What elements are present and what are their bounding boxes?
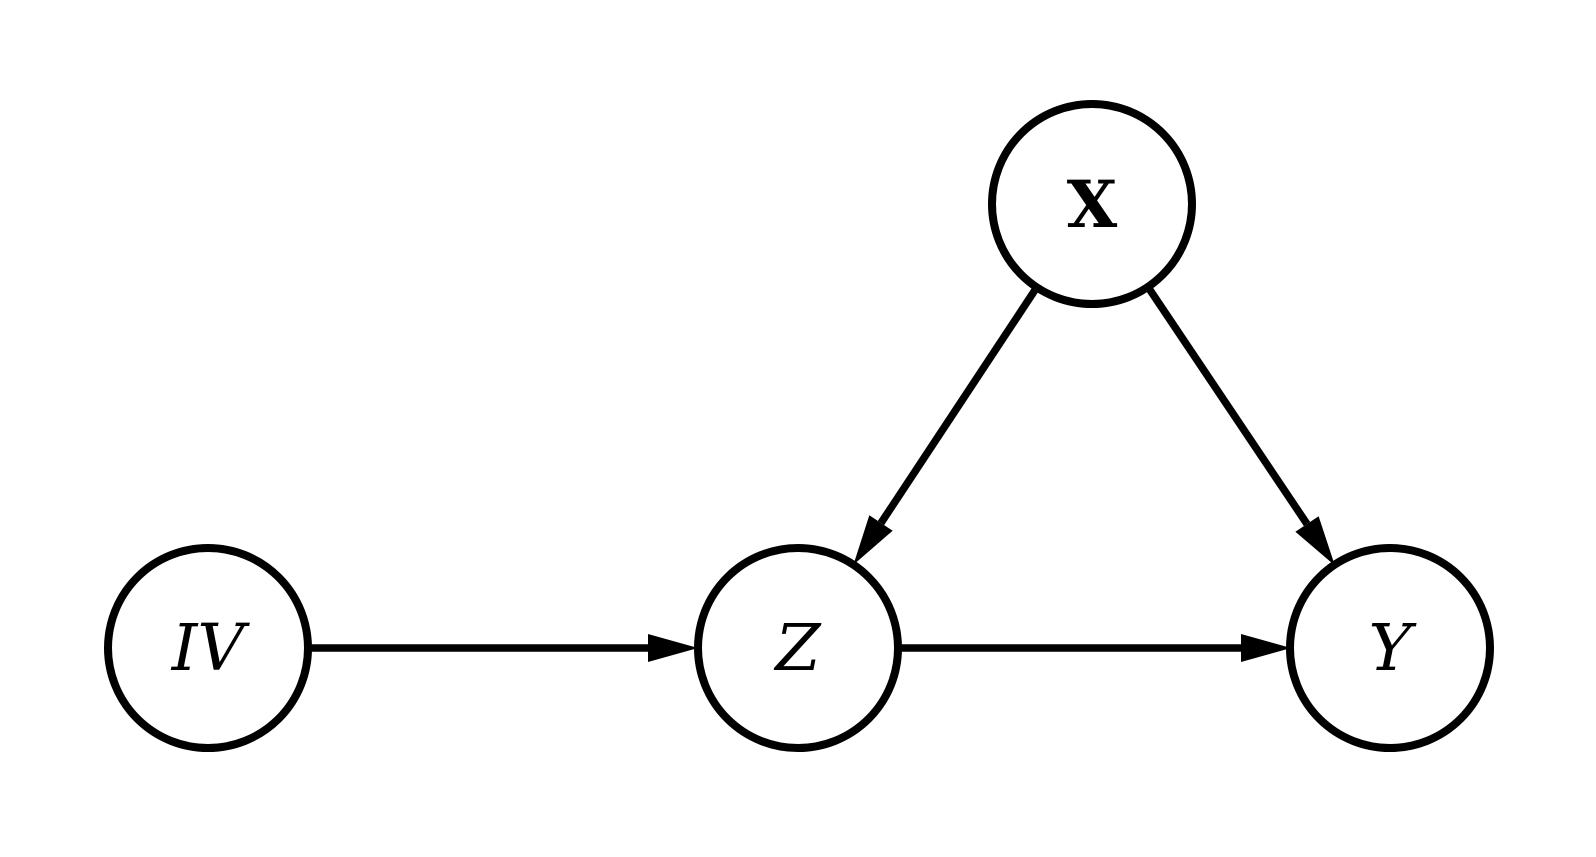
- node-x-label: X: [1067, 167, 1118, 243]
- edge-x-to-y-arrow: [1144, 284, 1335, 566]
- node-x-circle: [988, 100, 1196, 308]
- edge-x-to-z-arrow: [853, 284, 1041, 565]
- node-y: Y: [1286, 544, 1494, 752]
- node-iv: IV: [104, 544, 312, 752]
- node-z: Z: [694, 544, 902, 752]
- edge-group: [308, 284, 1335, 662]
- node-x: X: [988, 100, 1196, 308]
- node-y-circle: [1286, 544, 1494, 752]
- node-z-label: Z: [773, 611, 822, 686]
- node-z-circle: [694, 544, 902, 752]
- node-iv-label: IV: [171, 611, 251, 686]
- node-iv-circle: [104, 544, 312, 752]
- node-y-label: Y: [1369, 611, 1418, 686]
